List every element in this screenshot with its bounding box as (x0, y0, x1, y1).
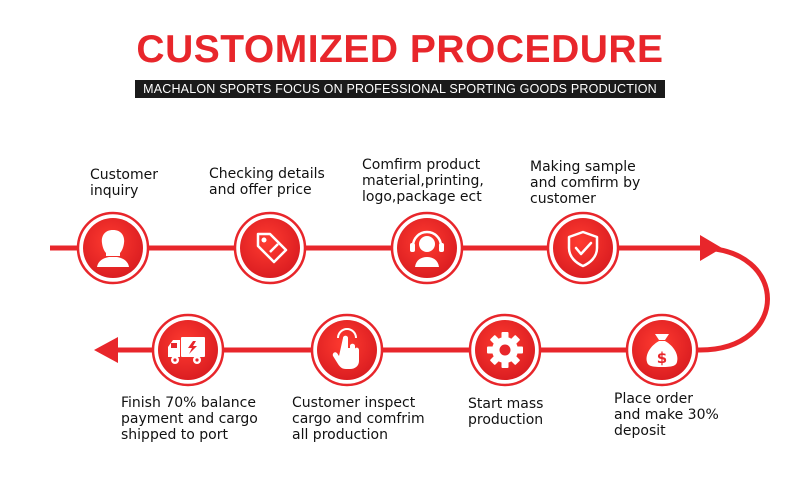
step-label-6: Start mass production (468, 396, 544, 428)
step-node-1 (76, 211, 150, 285)
gear-icon (487, 332, 523, 368)
shield-check-icon (567, 230, 599, 268)
flow-line (50, 245, 770, 353)
flow-arrow-left (94, 337, 118, 363)
step-node-6 (468, 313, 542, 387)
step-node-2 (233, 211, 307, 285)
step-label-5: Place order and make 30% deposit (614, 391, 719, 439)
hand-pointer-icon (332, 328, 359, 369)
subtitle: MACHALON SPORTS FOCUS ON PROFESSIONAL SP… (135, 80, 665, 98)
step-label-8: Finish 70% balance payment and cargo shi… (121, 395, 258, 443)
step-label-7: Customer inspect cargo and comfrim all p… (292, 395, 425, 443)
step-label-2: Checking details and offer price (209, 166, 325, 198)
step-node-3 (390, 211, 464, 285)
step-label-4: Making sample and comfirm by customer (530, 159, 641, 207)
subtitle-bar: MACHALON SPORTS FOCUS ON PROFESSIONAL SP… (0, 80, 800, 98)
step-node-4 (546, 211, 620, 285)
flow-arrow-right (700, 235, 722, 261)
svg-text:$: $ (657, 349, 667, 367)
page-title: CUSTOMIZED PROCEDURE (136, 28, 664, 71)
step-label-1: Customer inquiry (90, 167, 159, 199)
step-label-3: Comfirm product material,printing, logo,… (362, 157, 484, 205)
price-tag-icon (256, 232, 288, 264)
step-node-7 (310, 313, 384, 387)
headset-icon (410, 230, 444, 267)
step-node-5: $ (625, 313, 699, 387)
step-node-8 (151, 313, 225, 387)
delivery-truck-icon (168, 337, 205, 364)
money-bag-icon: $ (646, 334, 678, 367)
person-icon (97, 230, 129, 267)
